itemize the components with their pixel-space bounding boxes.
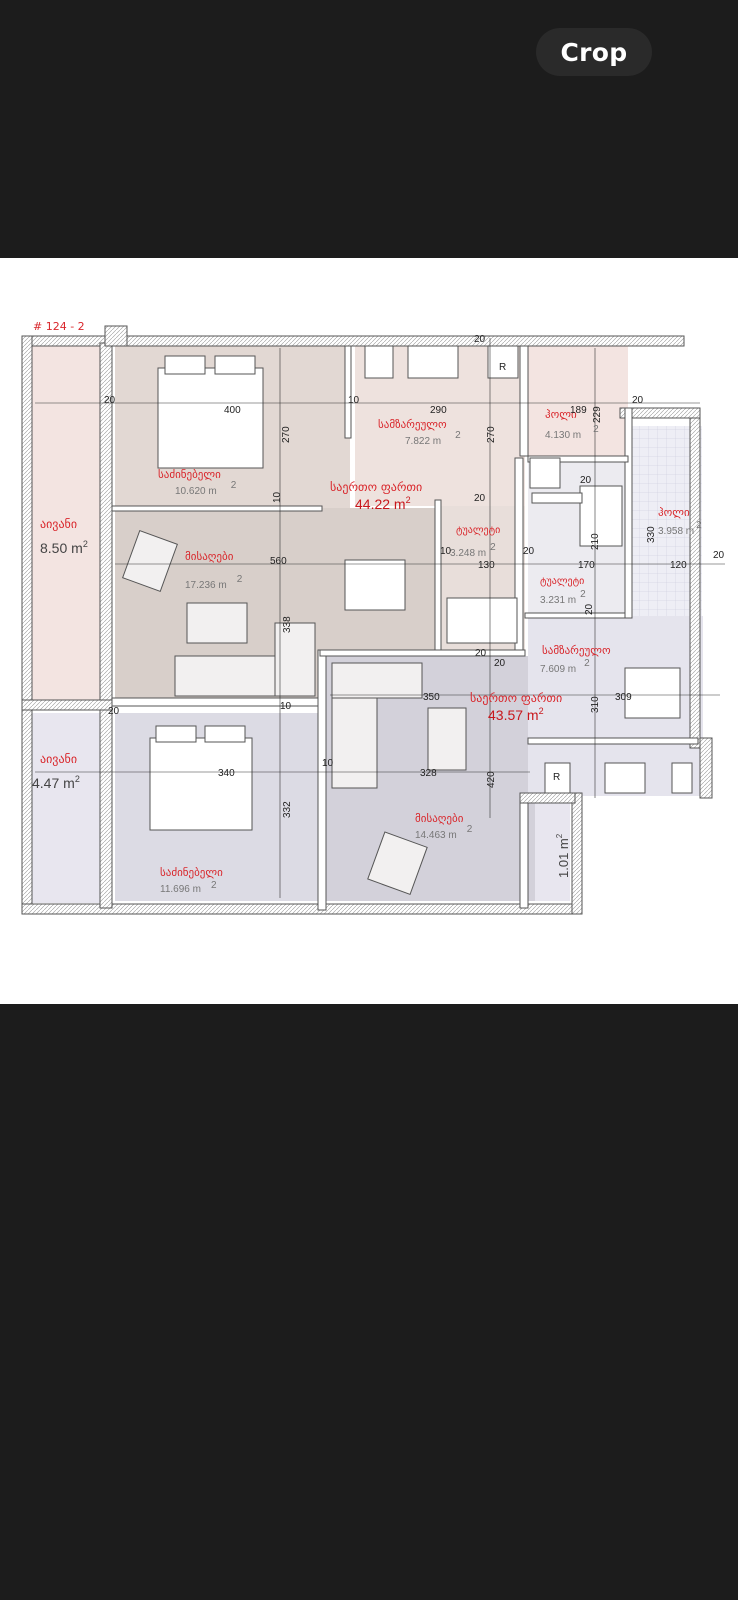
balcony-label-2: აივანი — [40, 752, 77, 766]
total-area-value-2: 43.57 m2 — [488, 706, 544, 723]
dim-label: 400 — [224, 405, 241, 416]
dim-label: 10 — [280, 701, 292, 712]
room-label-hall-2: ჰოლი — [658, 506, 690, 519]
dim-label: 20 — [104, 395, 116, 406]
total-area-label-2: საერთო ფართი — [470, 691, 562, 705]
room-area-hall-1: 4.130 m2 — [545, 424, 599, 441]
dim-label: 189 — [570, 405, 587, 416]
dim-label: 290 — [430, 405, 447, 416]
dim-label: 340 — [218, 768, 235, 779]
room-area-living-1: 17.236 m2 — [185, 574, 243, 591]
dim-label: 20 — [713, 550, 725, 561]
dim-label: 10 — [322, 758, 334, 769]
dim-label: 20 — [474, 334, 486, 345]
dim-label: 350 — [423, 692, 440, 703]
dim-label: 270 — [486, 426, 497, 443]
dim-label: 20 — [584, 603, 595, 615]
room-label-living-1: მისაღები — [185, 550, 234, 563]
balcony-value-3: 1.01 m2 — [555, 833, 571, 878]
room-area-living-2: 14.463 m2 — [415, 824, 473, 841]
room-area-kitchen-1: 7.822 m2 — [405, 430, 461, 447]
room-area-kitchen-2: 7.609 m2 — [540, 658, 590, 675]
plan-code: # 124 - 2 — [33, 320, 85, 333]
dim-label: 170 — [578, 560, 595, 571]
floor-plan: # 124 - 2 საერთო ფართი 44.22 m2 საერთო ფ… — [21, 320, 725, 915]
dim-label: 332 — [282, 801, 293, 818]
room-label-hall-1: ჰოლი — [545, 408, 577, 421]
dim-label: 270 — [281, 426, 292, 443]
balcony-value-2: 4.47 m2 — [32, 774, 80, 791]
total-area-value-1: 44.22 m2 — [355, 495, 411, 512]
room-label-bedroom-2: საძინებელი — [160, 866, 223, 879]
dim-label: R — [499, 362, 506, 373]
dim-label: 328 — [420, 768, 437, 779]
room-label-kitchen-1: სამზარეულო — [378, 418, 447, 431]
dim-label: 20 — [632, 395, 644, 406]
total-area-label-1: საერთო ფართი — [330, 480, 422, 494]
room-label-living-2: მისაღები — [415, 812, 464, 825]
crop-button[interactable]: Crop — [536, 28, 652, 76]
dim-label: 229 — [592, 406, 603, 423]
room-area-bedroom-1: 10.620 m2 — [175, 480, 237, 497]
dim-label: 210 — [590, 533, 601, 550]
dim-label: 338 — [282, 616, 293, 633]
room-label-bedroom-1: საძინებელი — [158, 468, 221, 481]
room-label-wc-2: ტუალეტი — [540, 576, 584, 587]
dim-label: 10 — [440, 546, 452, 557]
dim-label: 20 — [494, 658, 506, 669]
dim-label: 310 — [590, 696, 601, 713]
dim-label: 20 — [108, 706, 120, 717]
dim-label: 130 — [478, 560, 495, 571]
dim-label: 560 — [270, 556, 287, 567]
balcony-label-1: აივანი — [40, 517, 77, 531]
dim-label: 20 — [474, 493, 486, 504]
room-label-wc-1: ტუალეტი — [456, 525, 500, 536]
dim-label: R — [553, 772, 560, 783]
dim-label: 20 — [523, 546, 535, 557]
dim-label: 10 — [272, 491, 283, 503]
dim-label: 20 — [580, 475, 592, 486]
dim-label: 120 — [670, 560, 687, 571]
room-label-kitchen-2: სამზარეულო — [542, 644, 611, 657]
room-area-wc-2: 3.231 m2 — [540, 589, 586, 606]
room-area-wc-1: 3.248 m2 — [450, 542, 496, 559]
floor-plan-image: # 124 - 2 საერთო ფართი 44.22 m2 საერთო ფ… — [0, 258, 738, 1004]
room-area-hall-2: 3.958 m2 — [658, 520, 702, 537]
dim-label: 330 — [646, 526, 657, 543]
dim-label: 20 — [475, 648, 487, 659]
dim-label: 309 — [615, 692, 632, 703]
dim-label: 10 — [348, 395, 360, 406]
balcony-value-1: 8.50 m2 — [40, 539, 88, 556]
dim-label: 420 — [486, 771, 497, 788]
